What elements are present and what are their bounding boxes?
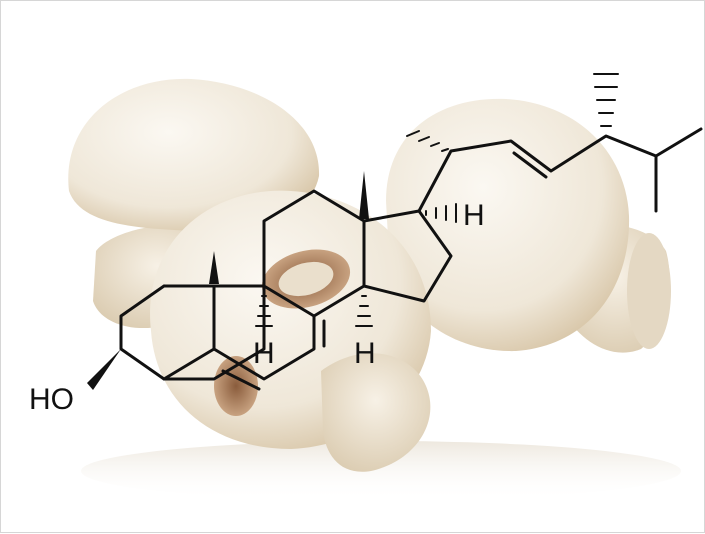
ring-d	[362, 209, 453, 303]
hashed-bond-h14	[355, 295, 373, 327]
molecule-structure	[87, 73, 703, 391]
hydrogen-label-c17: H	[463, 199, 485, 232]
mushroom-gill-ring	[278, 261, 334, 297]
hashed-bond-h17	[425, 203, 457, 223]
ring-b	[162, 284, 266, 381]
double-bond-c22-c23	[512, 151, 548, 179]
ring-b-lower	[212, 314, 316, 381]
hydrogen-label-c14: H	[354, 337, 376, 370]
hashed-bond-c24-methyl	[593, 73, 619, 127]
methyl-wedge-c10	[209, 251, 219, 284]
hydroxyl-label: HO	[29, 383, 74, 416]
mushroom-floor-shadow	[81, 441, 681, 501]
hydroxyl-wedge	[87, 349, 121, 390]
double-bond-c5-c6	[221, 369, 261, 391]
mushroom-stem-end	[627, 233, 671, 349]
hydrogen-label-c9: H	[253, 337, 275, 370]
methyl-wedge-c13	[359, 171, 369, 219]
side-chain-branch	[654, 127, 703, 158]
mushroom-stem	[321, 353, 431, 472]
hashed-bond-c20-methyl	[406, 130, 449, 152]
hashed-bond-h9	[255, 295, 273, 327]
mushroom-front	[150, 190, 431, 472]
